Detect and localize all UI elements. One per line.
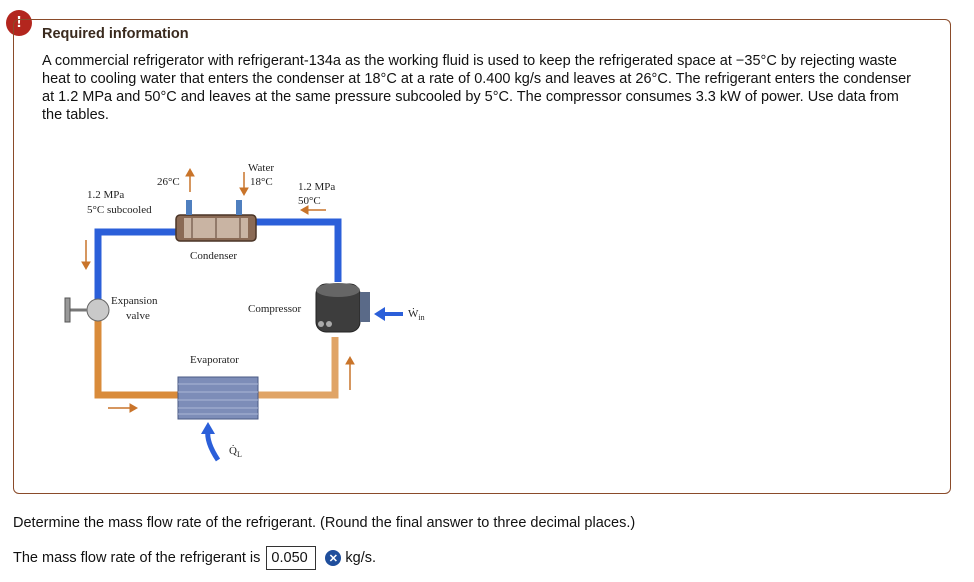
condenser-inlet-pressure: 1.2 MPa [298, 181, 335, 193]
heat-input-arrow [201, 422, 221, 462]
expansion-valve [64, 297, 110, 323]
condenser [175, 200, 257, 242]
incorrect-icon: ✕ [325, 550, 342, 566]
evaporator [177, 376, 259, 420]
condenser-label: Condenser [190, 250, 237, 262]
refrigeration-cycle-diagram: Water 18°C 26°C 1.2 MPa 5°C subcooled 1.… [64, 162, 425, 462]
answer-row: The mass flow rate of the refrigerant is… [13, 546, 376, 570]
required-information-box [13, 19, 951, 494]
required-information-title: Required information [42, 26, 189, 42]
water-outlet-temp: 26°C [157, 176, 180, 188]
condenser-inlet-temp: 50°C [298, 195, 321, 207]
work-input-label: Ẇin [408, 308, 425, 322]
expansion-valve-label-1: Expansion [111, 295, 158, 307]
answer-prefix: The mass flow rate of the refrigerant is [13, 550, 261, 566]
water-inlet-temp: 18°C [250, 176, 273, 188]
question-text: Determine the mass flow rate of the refr… [13, 515, 636, 531]
condenser-outlet-state: 5°C subcooled [87, 204, 152, 216]
refrigerant-loop [94, 218, 342, 399]
water-label: Water [248, 162, 274, 174]
compressor [315, 283, 370, 333]
work-input-arrow [374, 307, 403, 321]
evaporator-label: Evaporator [190, 354, 239, 366]
problem-statement: A commercial refrigerator with refrigera… [42, 53, 911, 123]
answer-input[interactable]: 0.050 [266, 546, 317, 570]
compressor-label: Compressor [248, 303, 302, 315]
expansion-valve-label-2: valve [126, 310, 150, 322]
condenser-outlet-pressure: 1.2 MPa [87, 189, 124, 201]
answer-unit: kg/s. [345, 550, 377, 566]
flow-arrows [81, 167, 355, 413]
heat-input-label: Q̇L [229, 445, 242, 459]
